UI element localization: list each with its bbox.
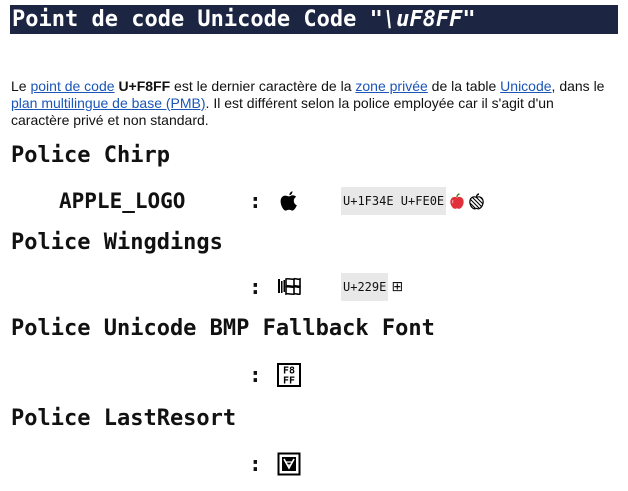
last-resort-private-use-icon: [276, 452, 302, 476]
red-apple-icon: [449, 192, 465, 210]
private-zone-link[interactable]: zone privée: [355, 78, 428, 94]
glyph-colon: :: [249, 275, 262, 299]
glyph-colon: :: [249, 452, 262, 476]
section-heading-lastresort: Police LastResort: [11, 406, 237, 431]
section-heading-chirp: Police Chirp: [11, 143, 170, 168]
windows-flag-icon: [276, 275, 302, 299]
unicode-link[interactable]: Unicode: [500, 78, 552, 94]
glyph-colon: :: [249, 363, 262, 387]
hex-box-bottom: FF: [283, 376, 295, 387]
apple-logo-icon: [276, 189, 302, 213]
hex-box-top: F8: [283, 366, 295, 377]
intro-text-4: de la table: [427, 78, 501, 94]
page-title-code: "\uF8FF": [369, 7, 476, 32]
codepoint-value: U+F8FF: [118, 78, 171, 94]
striped-apple-icon: [468, 192, 485, 210]
glyph-row-lastresort: :: [0, 450, 628, 478]
codepoint-link[interactable]: point de code: [30, 78, 115, 94]
fallback-chirp: U+1F34E U+FE0E: [341, 187, 485, 215]
glyph-colon: :: [249, 189, 262, 213]
intro-text-6: . Il est différent selon la police emplo…: [11, 95, 554, 128]
glyph-row-chirp: APPLE_LOGO : U+1F34E U+FE0E: [0, 187, 628, 215]
page-title: Point de code Unicode Code "\uF8FF": [10, 5, 618, 34]
glyph-row-wingdings: : U+229E ⊞: [0, 273, 628, 301]
page-title-prefix: Point de code Unicode Code: [12, 7, 370, 32]
intro-paragraph: Le point de code U+F8FF est le dernier c…: [11, 78, 606, 129]
bmp-link[interactable]: plan multilingue de base (PMB): [11, 95, 206, 111]
fallback-codes: U+229E: [341, 273, 389, 301]
fallback-codes: U+1F34E U+FE0E: [341, 187, 447, 215]
glyph-row-bmp-fallback: : F8 FF: [0, 361, 628, 389]
squared-plus-symbol: ⊞: [391, 279, 404, 295]
hex-box-f8ff-icon: F8 FF: [276, 363, 302, 387]
glyph-name-apple-logo: APPLE_LOGO: [59, 189, 186, 213]
fallback-wingdings: U+229E ⊞: [341, 273, 403, 301]
section-heading-wingdings: Police Wingdings: [11, 230, 223, 255]
intro-text-1: Le: [11, 78, 31, 94]
intro-text-5: , dans le: [551, 78, 605, 94]
section-heading-bmp-fallback: Police Unicode BMP Fallback Font: [11, 316, 435, 341]
intro-text-3: est le dernier caractère de la: [170, 78, 356, 94]
